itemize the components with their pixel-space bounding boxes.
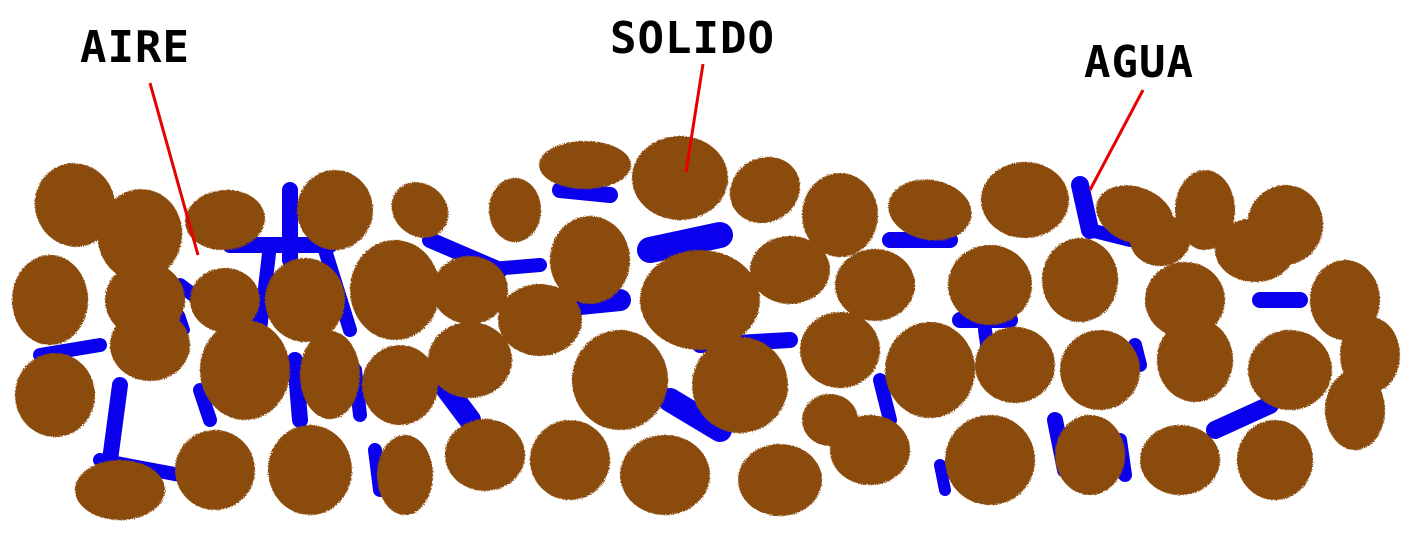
solid-particle: [800, 312, 880, 388]
solid-particle: [692, 337, 788, 433]
solid-particle: [377, 435, 433, 515]
leader-line-agua: [1090, 90, 1143, 190]
solid-particle: [750, 236, 830, 304]
solid-particle: [1060, 330, 1140, 410]
water-bridge: [560, 190, 610, 195]
solid-particle: [362, 345, 438, 425]
solid-particle: [445, 419, 525, 491]
solid-particle: [572, 330, 668, 430]
solid-particle: [300, 331, 360, 419]
solid-particle: [975, 327, 1055, 403]
label-aire: AIRE: [80, 26, 190, 70]
solid-particle: [945, 415, 1035, 505]
solid-particle: [75, 460, 165, 520]
solid-particle: [1055, 415, 1125, 495]
solid-particle: [15, 353, 95, 437]
solid-particle: [110, 309, 190, 381]
solid-particle: [380, 171, 459, 249]
solid-particle: [297, 170, 373, 250]
solid-particle: [1157, 318, 1233, 402]
solid-particle: [835, 249, 915, 321]
solid-particle: [432, 256, 508, 324]
solid-particle: [12, 255, 88, 345]
solid-particle: [738, 444, 822, 516]
solid-particle: [948, 245, 1032, 325]
water-bridge: [650, 235, 720, 250]
solid-particle: [428, 322, 512, 398]
solid-particle: [802, 394, 858, 446]
solid-particle: [530, 420, 610, 500]
label-agua: AGUA: [1084, 41, 1194, 85]
solid-particle: [489, 178, 541, 242]
solid-particle: [1325, 370, 1385, 450]
solid-particle: [1215, 218, 1295, 282]
solid-particle: [265, 258, 345, 342]
solid-particle: [350, 240, 440, 340]
solid-particle: [539, 141, 631, 189]
solid-particle: [1140, 425, 1220, 495]
solid-particle: [981, 162, 1069, 238]
solid-particle: [885, 322, 975, 418]
solid-particle: [175, 430, 255, 510]
solid-particle: [718, 144, 812, 235]
water-bridge: [110, 385, 120, 460]
solid-particle: [498, 284, 582, 356]
solid-particle: [632, 136, 728, 220]
solid-particle: [640, 250, 760, 350]
solid-particle: [1248, 330, 1332, 410]
solid-particle: [1237, 420, 1313, 500]
water-bridge: [295, 360, 300, 420]
solid-particle: [1042, 238, 1118, 322]
water-bridge: [940, 465, 945, 490]
label-solido: SOLIDO: [610, 17, 775, 61]
solid-particle: [620, 435, 710, 515]
solid-particle: [268, 425, 352, 515]
solid-particle: [1130, 214, 1190, 266]
solid-particles: [12, 136, 1400, 520]
solid-particle: [200, 320, 290, 420]
